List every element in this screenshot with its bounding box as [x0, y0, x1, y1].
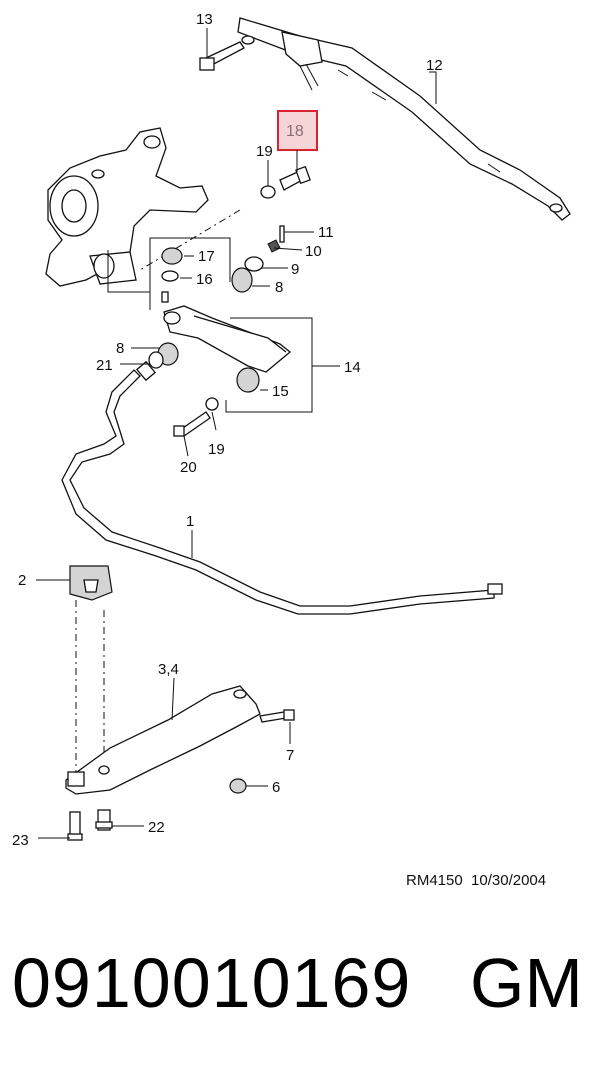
box-14 — [225, 317, 313, 413]
bolt-part-20 — [173, 411, 211, 437]
bolt-part-18 — [279, 165, 311, 191]
callout-3-4: 3,4 — [158, 661, 179, 678]
leader-lines — [36, 28, 437, 839]
stabilizer-bar-part-1 — [61, 360, 503, 615]
callout-11: 11 — [318, 224, 334, 241]
callout-7: 7 — [286, 747, 294, 764]
callout-1: 1 — [186, 513, 194, 530]
brand-label: GM — [470, 944, 583, 1022]
callout-19-lower: 19 — [208, 441, 225, 458]
ball-joint-parts — [161, 247, 183, 303]
callout-13: 13 — [196, 11, 213, 28]
washer-part-19-lower — [205, 397, 219, 411]
knuckle-assembly — [45, 127, 209, 287]
callout-12: 12 — [426, 57, 443, 74]
callout-8-lower: 8 — [116, 340, 124, 357]
callout-8-upper: 8 — [275, 279, 283, 296]
bolt-part-23 — [67, 811, 83, 841]
nut-part-6 — [229, 778, 247, 794]
callout-20: 20 — [180, 459, 197, 476]
bushing-part-2 — [69, 565, 113, 601]
diagram-reference: RM4150 10/30/2004 — [406, 872, 547, 889]
bolt-part-13 — [199, 41, 245, 71]
crossmember-part-3-4 — [65, 685, 261, 795]
strut-bar-part-12 — [237, 17, 571, 221]
bushing-part-15 — [236, 367, 260, 393]
callout-2: 2 — [18, 572, 26, 589]
bracket-lines — [107, 237, 231, 310]
bolt-part-22 — [95, 809, 113, 831]
callout-18: 18 — [286, 123, 304, 140]
control-arm-part-14 — [163, 305, 292, 373]
small-parts-upper — [231, 225, 285, 293]
callout-9: 9 — [291, 261, 299, 278]
callout-10: 10 — [305, 243, 322, 260]
callout-6: 6 — [272, 779, 280, 796]
callout-15: 15 — [272, 383, 289, 400]
callout-23: 23 — [12, 832, 29, 849]
callout-19-upper: 19 — [256, 143, 273, 160]
callout-14: 14 — [344, 359, 361, 376]
washer-part-19-upper — [260, 185, 276, 199]
washer-part-21 — [148, 351, 164, 369]
part-number: 0910010169 — [12, 944, 412, 1022]
callout-17: 17 — [198, 248, 215, 265]
callout-22: 22 — [148, 819, 165, 836]
parts-diagram: 13 12 18 19 11 10 17 9 16 8 8 21 14 15 1… — [12, 11, 571, 849]
callout-16: 16 — [196, 271, 213, 288]
alignment-line-upper — [139, 209, 241, 271]
bolt-part-7 — [259, 709, 295, 723]
callout-21: 21 — [96, 357, 113, 374]
